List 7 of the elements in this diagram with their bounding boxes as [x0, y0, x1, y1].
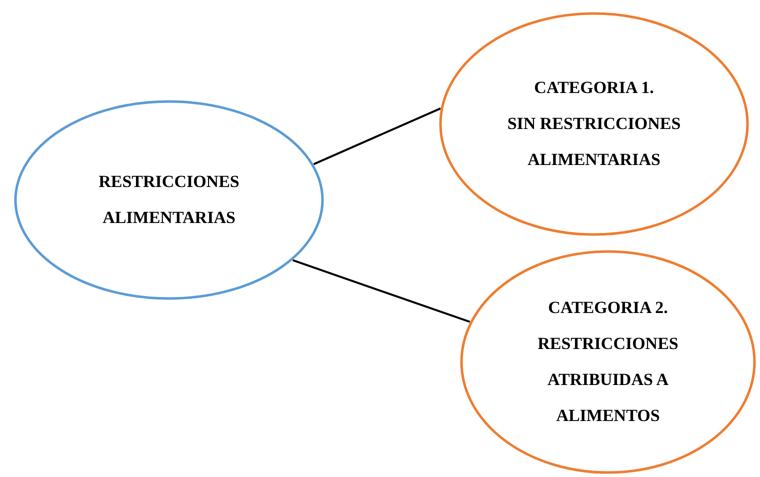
node-label: CATEGORIA 2.: [547, 297, 669, 319]
node-label: RESTRICCIONES ATRIBUIDAS A ALIMENTOS: [536, 333, 680, 427]
node-label: RESTRICCIONES ALIMENTARIAS: [98, 171, 240, 229]
node-label: SIN RESTRICCIONES ALIMENTARIAS: [506, 113, 682, 171]
connector-line: [292, 259, 470, 323]
node-label: CATEGORIA 1.: [533, 77, 655, 99]
connector-line: [313, 108, 441, 166]
